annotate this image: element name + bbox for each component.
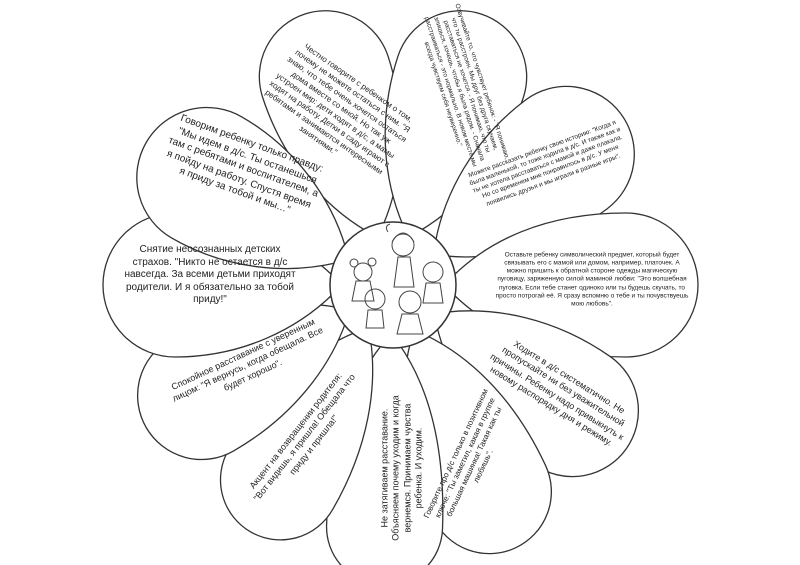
petal-truth	[136, 106, 347, 270]
petal-text-fears: Снятие неосознанных детских страхов. "Ни…	[124, 243, 296, 305]
teacher-with-children-illustration	[349, 223, 444, 335]
flower-center	[329, 221, 457, 349]
petal-text-no-delay: Не затягиваем расставание. Объясняем поч…	[379, 395, 424, 541]
petal-text-symbolic-object: Оставьте ребенку символический предмет, …	[495, 251, 689, 308]
